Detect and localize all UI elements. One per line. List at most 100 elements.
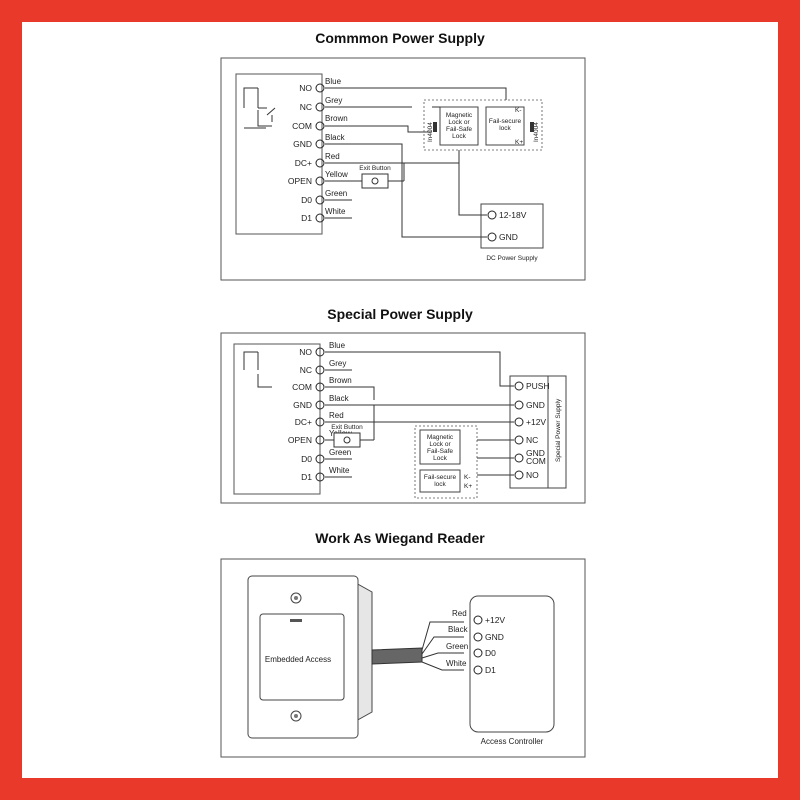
special-terminal-dc: DC+ [295,417,312,427]
reader-pad [259,613,345,701]
psu-terminal: 12-18V [499,210,527,220]
exit-button-label: Exit Button [331,424,363,431]
common-diodes: In4004 In4004 [427,122,540,142]
wire-label: Black [325,133,346,142]
wire-label: Yellow [325,170,348,179]
wire-blue [325,351,514,387]
wire-black [325,143,487,238]
terminal-screw-icon [315,382,325,392]
svg-text:Fail-Safe: Fail-Safe [446,126,472,133]
wiring-diagrams: Commmon Power Supply NO NC COM GND DC+ O… [220,30,586,758]
terminal-screw-icon [315,435,325,445]
psu-terminal: GND [499,232,518,242]
common-terminal-d0: D0 [301,195,312,205]
diode-label: In4004 [427,122,434,142]
svg-text:Magnetic: Magnetic [446,112,473,119]
device-label: Embedded Access [265,655,331,664]
terminal-screw-icon [473,665,483,675]
wire-lock-links [477,439,514,476]
terminal-screw-icon [514,417,524,427]
special-title: Special Power Supply [327,306,473,322]
embedded-reader: Embedded Access [247,575,373,739]
terminal-screw-icon [315,158,325,168]
wiegand-title: Work As Wiegand Reader [315,530,485,546]
special-mag-lock: Magnetic Lock or Fail-Safe Lock [419,429,461,465]
terminal-screw-icon [315,102,325,112]
special-terminal-no: NO [299,347,312,357]
svg-text:Lock: Lock [452,133,466,140]
common-panel [220,57,586,281]
terminal-screw-icon [514,400,524,410]
svg-text:Magnetic: Magnetic [427,434,454,441]
svg-text:NO: NO [526,470,539,480]
terminal-screw-icon [315,400,325,410]
svg-text:GND: GND [526,448,545,458]
common-title: Commmon Power Supply [315,30,485,46]
wire-label: Grey [325,96,342,105]
terminal-screw-icon [315,195,325,205]
wire-brown [325,125,432,133]
led-indicator [290,619,302,622]
terminal-screw-icon [514,381,524,391]
svg-text:PUSH: PUSH [526,381,550,391]
svg-text:D0: D0 [485,648,496,658]
wire-label: Red [325,152,340,161]
special-terminal-com: COM [292,382,312,392]
psu-label: Special Power Supply [555,398,562,462]
wire-label: Green [329,448,351,457]
common-terminal-gnd: GND [293,139,312,149]
wire-label: Green [446,642,468,651]
wire-label: Black [448,625,469,634]
special-terminal-gnd: GND [293,400,312,410]
special-panel [220,332,586,504]
wire-white [421,661,464,671]
exit-button-box [361,173,389,189]
terminal-screw-icon [315,121,325,131]
wire-label: White [325,207,346,216]
wiegand-panel [220,558,586,758]
common-relay-symbol [243,87,276,129]
push-button-icon [343,436,351,444]
special-terminal-open: OPEN [288,435,312,445]
common-wires: Blue Grey Brown Black Red Yellow Green W… [325,77,507,238]
controller-label: Access Controller [481,737,544,746]
terminal-screw-icon [315,139,325,149]
wire-label: Red [452,609,467,618]
svg-text:Fail-secure: Fail-secure [489,118,522,125]
screw-icon [294,714,298,718]
special-terminals: NO NC COM GND DC+ OPEN D0 D1 [288,347,325,482]
terminal-screw-icon [514,470,524,480]
common-terminal-d1: D1 [301,213,312,223]
svg-text:Lock: Lock [433,455,447,462]
terminal-screw-icon [514,435,524,445]
diagram-canvas: Commmon Power Supply NO NC COM GND DC+ O… [22,22,778,778]
terminal-screw-icon [315,176,325,186]
common-mag-lock: Magnetic Lock or Fail-Safe Lock [439,106,479,146]
special-exit-button: Exit Button [331,424,363,448]
terminal-screw-icon [315,365,325,375]
terminal-screw-icon [315,472,325,482]
screw-icon [290,592,302,604]
screw-icon [290,710,302,722]
terminal-screw-icon [487,210,497,220]
special-lock-group [414,425,478,499]
wire-label: Green [325,189,347,198]
wire-label: Brown [329,376,352,385]
svg-text:K+: K+ [464,483,472,490]
wire-red [325,162,487,216]
exit-button-box [333,432,361,448]
wire-label: Red [329,411,344,420]
common-terminal-com: COM [292,121,312,131]
lock-links [432,106,460,163]
svg-text:Fail-Safe: Fail-Safe [427,448,453,455]
terminal-screw-icon [473,648,483,658]
common-controller-block [235,73,323,235]
svg-text:+12V: +12V [485,615,505,625]
svg-text:lock: lock [499,125,511,132]
terminal-screw-icon [473,615,483,625]
svg-text:K+: K+ [515,139,523,146]
wire-label: Grey [329,359,346,368]
special-relay-symbol [243,351,272,388]
wire-label: White [446,659,467,668]
wiegand-wires: Red Black Green White [421,609,469,671]
